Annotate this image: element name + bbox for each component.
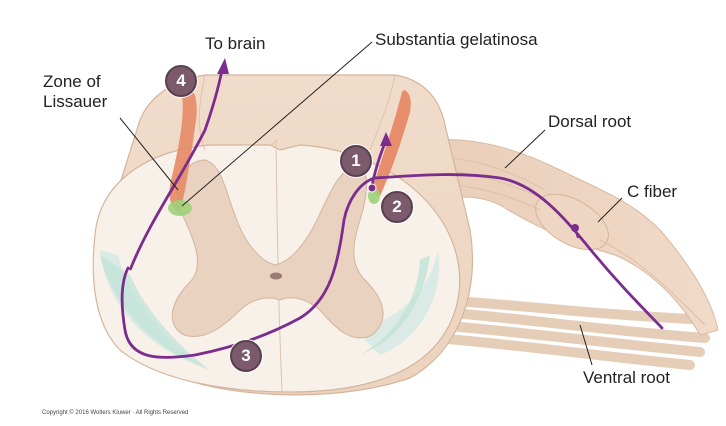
leader-c-fiber (597, 197, 623, 223)
label-zone-of-lissauer: Zone of Lissauer (43, 72, 107, 112)
leader-ventral-root (579, 324, 593, 366)
leader-dorsal-root (504, 129, 546, 169)
substantia-gelatinosa (168, 200, 192, 216)
label-substantia-gelatinosa: Substantia gelatinosa (375, 30, 538, 49)
label-dorsal-root: Dorsal root (548, 112, 632, 131)
label-c-fiber: C fiber (627, 182, 678, 201)
label-zone-of-lissauer-line2: Lissauer (43, 92, 108, 111)
copyright-text: Copyright © 2016 Wolters Kluwer · All Ri… (42, 410, 189, 416)
leader-lissauer (119, 117, 179, 191)
step-badge-3: 3 (230, 340, 262, 372)
gray-matter (171, 159, 384, 339)
central-canal (270, 272, 282, 280)
step-badge-4: 4 (165, 65, 197, 97)
lissauer-tract-right (373, 90, 411, 196)
to-brain-arrow (128, 69, 224, 271)
step-badge-1: 1 (340, 145, 372, 177)
leader-substantia (181, 41, 373, 207)
ventral-root (431, 295, 715, 370)
step-badge-2: 2 (381, 191, 413, 223)
spinal-cord (92, 74, 474, 396)
label-to-brain: To brain (205, 34, 266, 53)
label-zone-of-lissauer-line1: Zone of (43, 72, 101, 91)
label-ventral-root: Ventral root (583, 368, 670, 387)
